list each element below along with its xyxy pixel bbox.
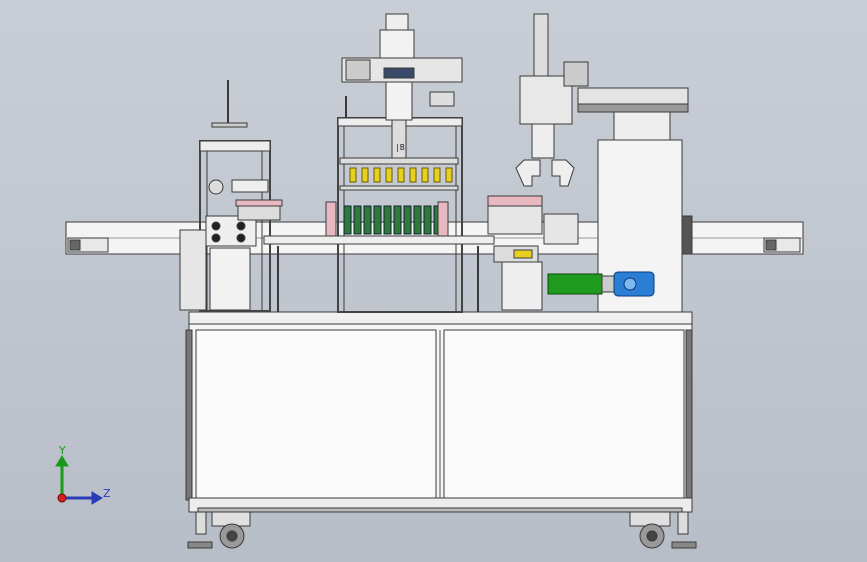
filling-frame [263,117,495,313]
gantry-robot: |B [341,13,463,159]
triad-y-label: Y [58,444,66,457]
capping-module [487,195,579,311]
cabinet [185,311,693,513]
drive-motor [547,271,655,297]
cabinet-door-left[interactable] [195,329,437,499]
filling-nozzles [349,167,453,183]
gantry-marking: |B [395,143,405,152]
left-tower [179,80,271,312]
casters [187,511,697,549]
coordinate-triad: Y Z [55,444,111,505]
cabinet-door-right[interactable] [443,329,685,499]
triad-z-label: Z [103,487,111,500]
left-tray [235,199,283,221]
